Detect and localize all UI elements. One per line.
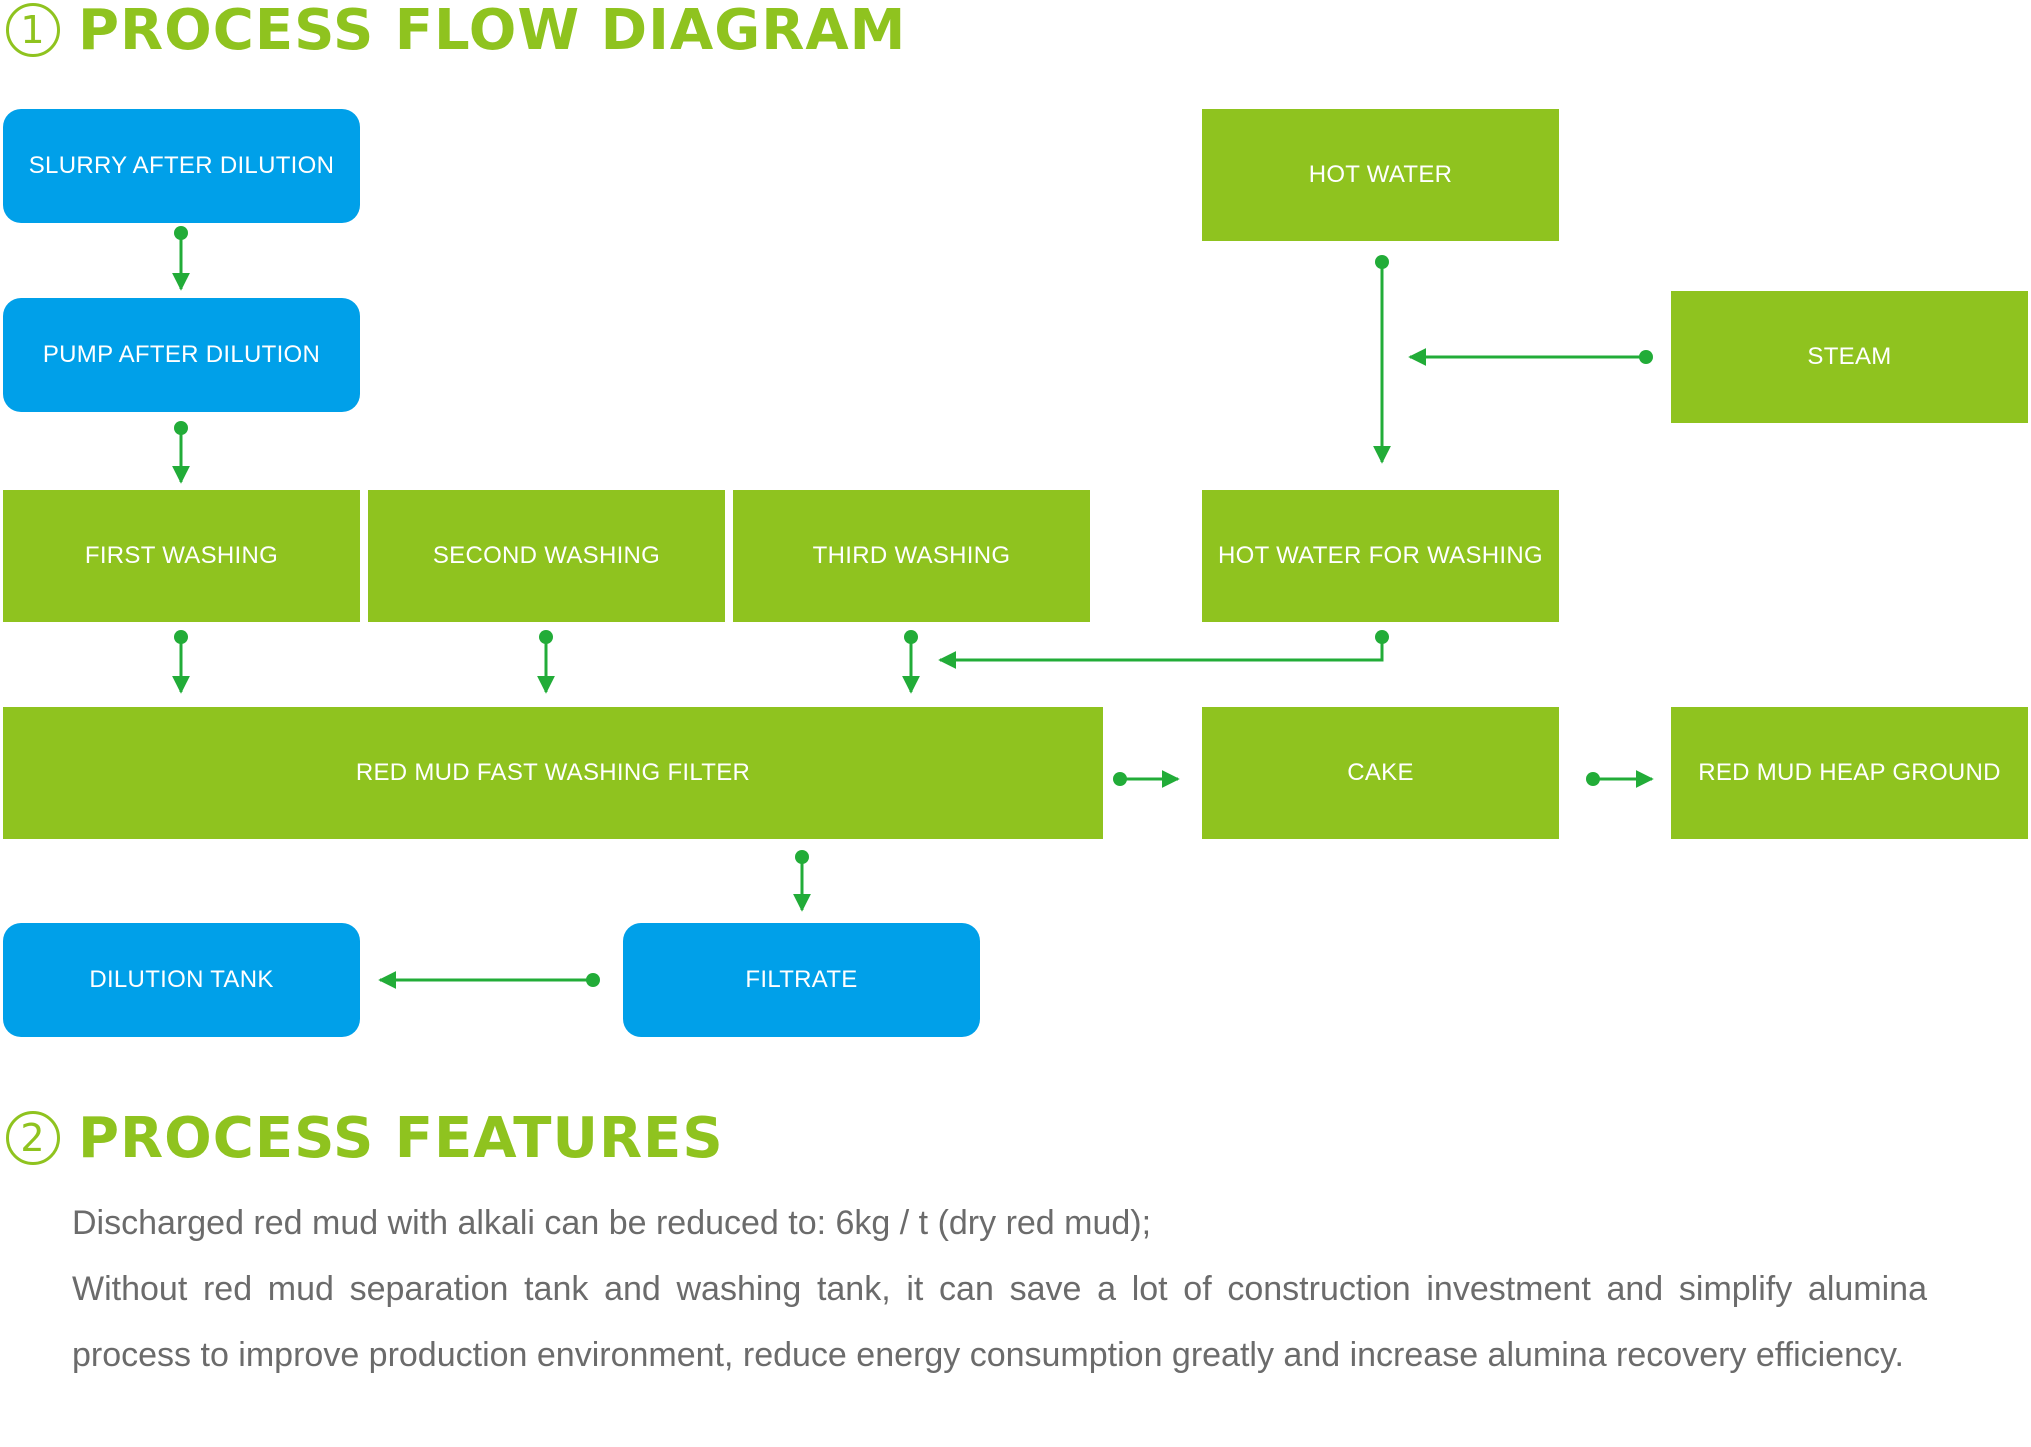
section-number-badge: 1	[6, 3, 60, 57]
node-third-washing: THIRD WASHING	[733, 490, 1090, 622]
node-filtrate: FILTRATE	[623, 923, 980, 1037]
features-text: Discharged red mud with alkali can be re…	[72, 1190, 1927, 1388]
node-label: PUMP AFTER DILUTION	[42, 341, 321, 368]
feature-line: Without red mud separation tank and wash…	[72, 1270, 1927, 1374]
edge-filter-to-filtrate-start-dot	[795, 850, 809, 864]
node-first-washing: FIRST WASHING	[3, 490, 360, 622]
edge-steam-to-hot-water-line-start-dot	[1639, 350, 1653, 364]
node-label: CAKE	[1347, 759, 1414, 786]
edge-filter-to-cake-start-dot	[1113, 772, 1127, 786]
node-dilution-tank: DILUTION TANK	[3, 923, 360, 1037]
section-title-process-features: 2 PROCESS FEATURES	[6, 1105, 724, 1171]
feature-line: Discharged red mud with alkali can be re…	[72, 1204, 1152, 1242]
edge-pump-to-first-washing-start-dot	[174, 421, 188, 435]
node-label: HOT WATER	[1308, 161, 1453, 188]
node-pump-after-dilution: PUMP AFTER DILUTION	[3, 298, 360, 412]
node-label: FILTRATE	[745, 966, 858, 993]
node-red-mud-fast-washing-filter: RED MUD FAST WASHING FILTER	[3, 707, 1103, 839]
section-title-text: PROCESS FEATURES	[78, 1105, 724, 1171]
node-hot-water: HOT WATER	[1202, 109, 1559, 241]
node-label: SLURRY AFTER DILUTION	[28, 152, 335, 179]
edge-first-washing-to-filter-start-dot	[174, 630, 188, 644]
node-label: HOT WATER FOR WASHING	[1218, 542, 1543, 569]
edge-filtrate-to-dilution-tank-start-dot	[586, 973, 600, 987]
edge-cake-to-heap-ground-start-dot	[1586, 772, 1600, 786]
edge-hot-water-washing-to-third	[938, 637, 1384, 669]
edge-slurry-to-pump-start-dot	[174, 226, 188, 240]
node-label: DILUTION TANK	[89, 966, 274, 993]
node-slurry-after-dilution: SLURRY AFTER DILUTION	[3, 109, 360, 223]
edge-third-washing-to-filter-start-dot	[904, 630, 918, 644]
node-steam: STEAM	[1671, 291, 2028, 423]
node-label: STEAM	[1807, 343, 1892, 370]
edge-second-washing-to-filter-start-dot	[539, 630, 553, 644]
edge-hot-water-washing-to-third-start-dot	[1375, 630, 1389, 644]
node-label: SECOND WASHING	[432, 542, 661, 569]
section-number-badge: 2	[6, 1111, 60, 1165]
node-second-washing: SECOND WASHING	[368, 490, 725, 622]
node-cake: CAKE	[1202, 707, 1559, 839]
section-title-process-flow: 1 PROCESS FLOW DIAGRAM	[6, 0, 907, 63]
node-hot-water-for-washing: HOT WATER FOR WASHING	[1202, 490, 1559, 622]
node-label: RED MUD FAST WASHING FILTER	[355, 759, 751, 786]
node-red-mud-heap-ground: RED MUD HEAP GROUND	[1671, 707, 2028, 839]
node-label: FIRST WASHING	[84, 542, 279, 569]
node-label: THIRD WASHING	[812, 542, 1011, 569]
edge-hot-water-to-hot-water-washing-start-dot	[1375, 255, 1389, 269]
section-title-text: PROCESS FLOW DIAGRAM	[78, 0, 907, 63]
node-label: RED MUD HEAP GROUND	[1698, 759, 2001, 786]
